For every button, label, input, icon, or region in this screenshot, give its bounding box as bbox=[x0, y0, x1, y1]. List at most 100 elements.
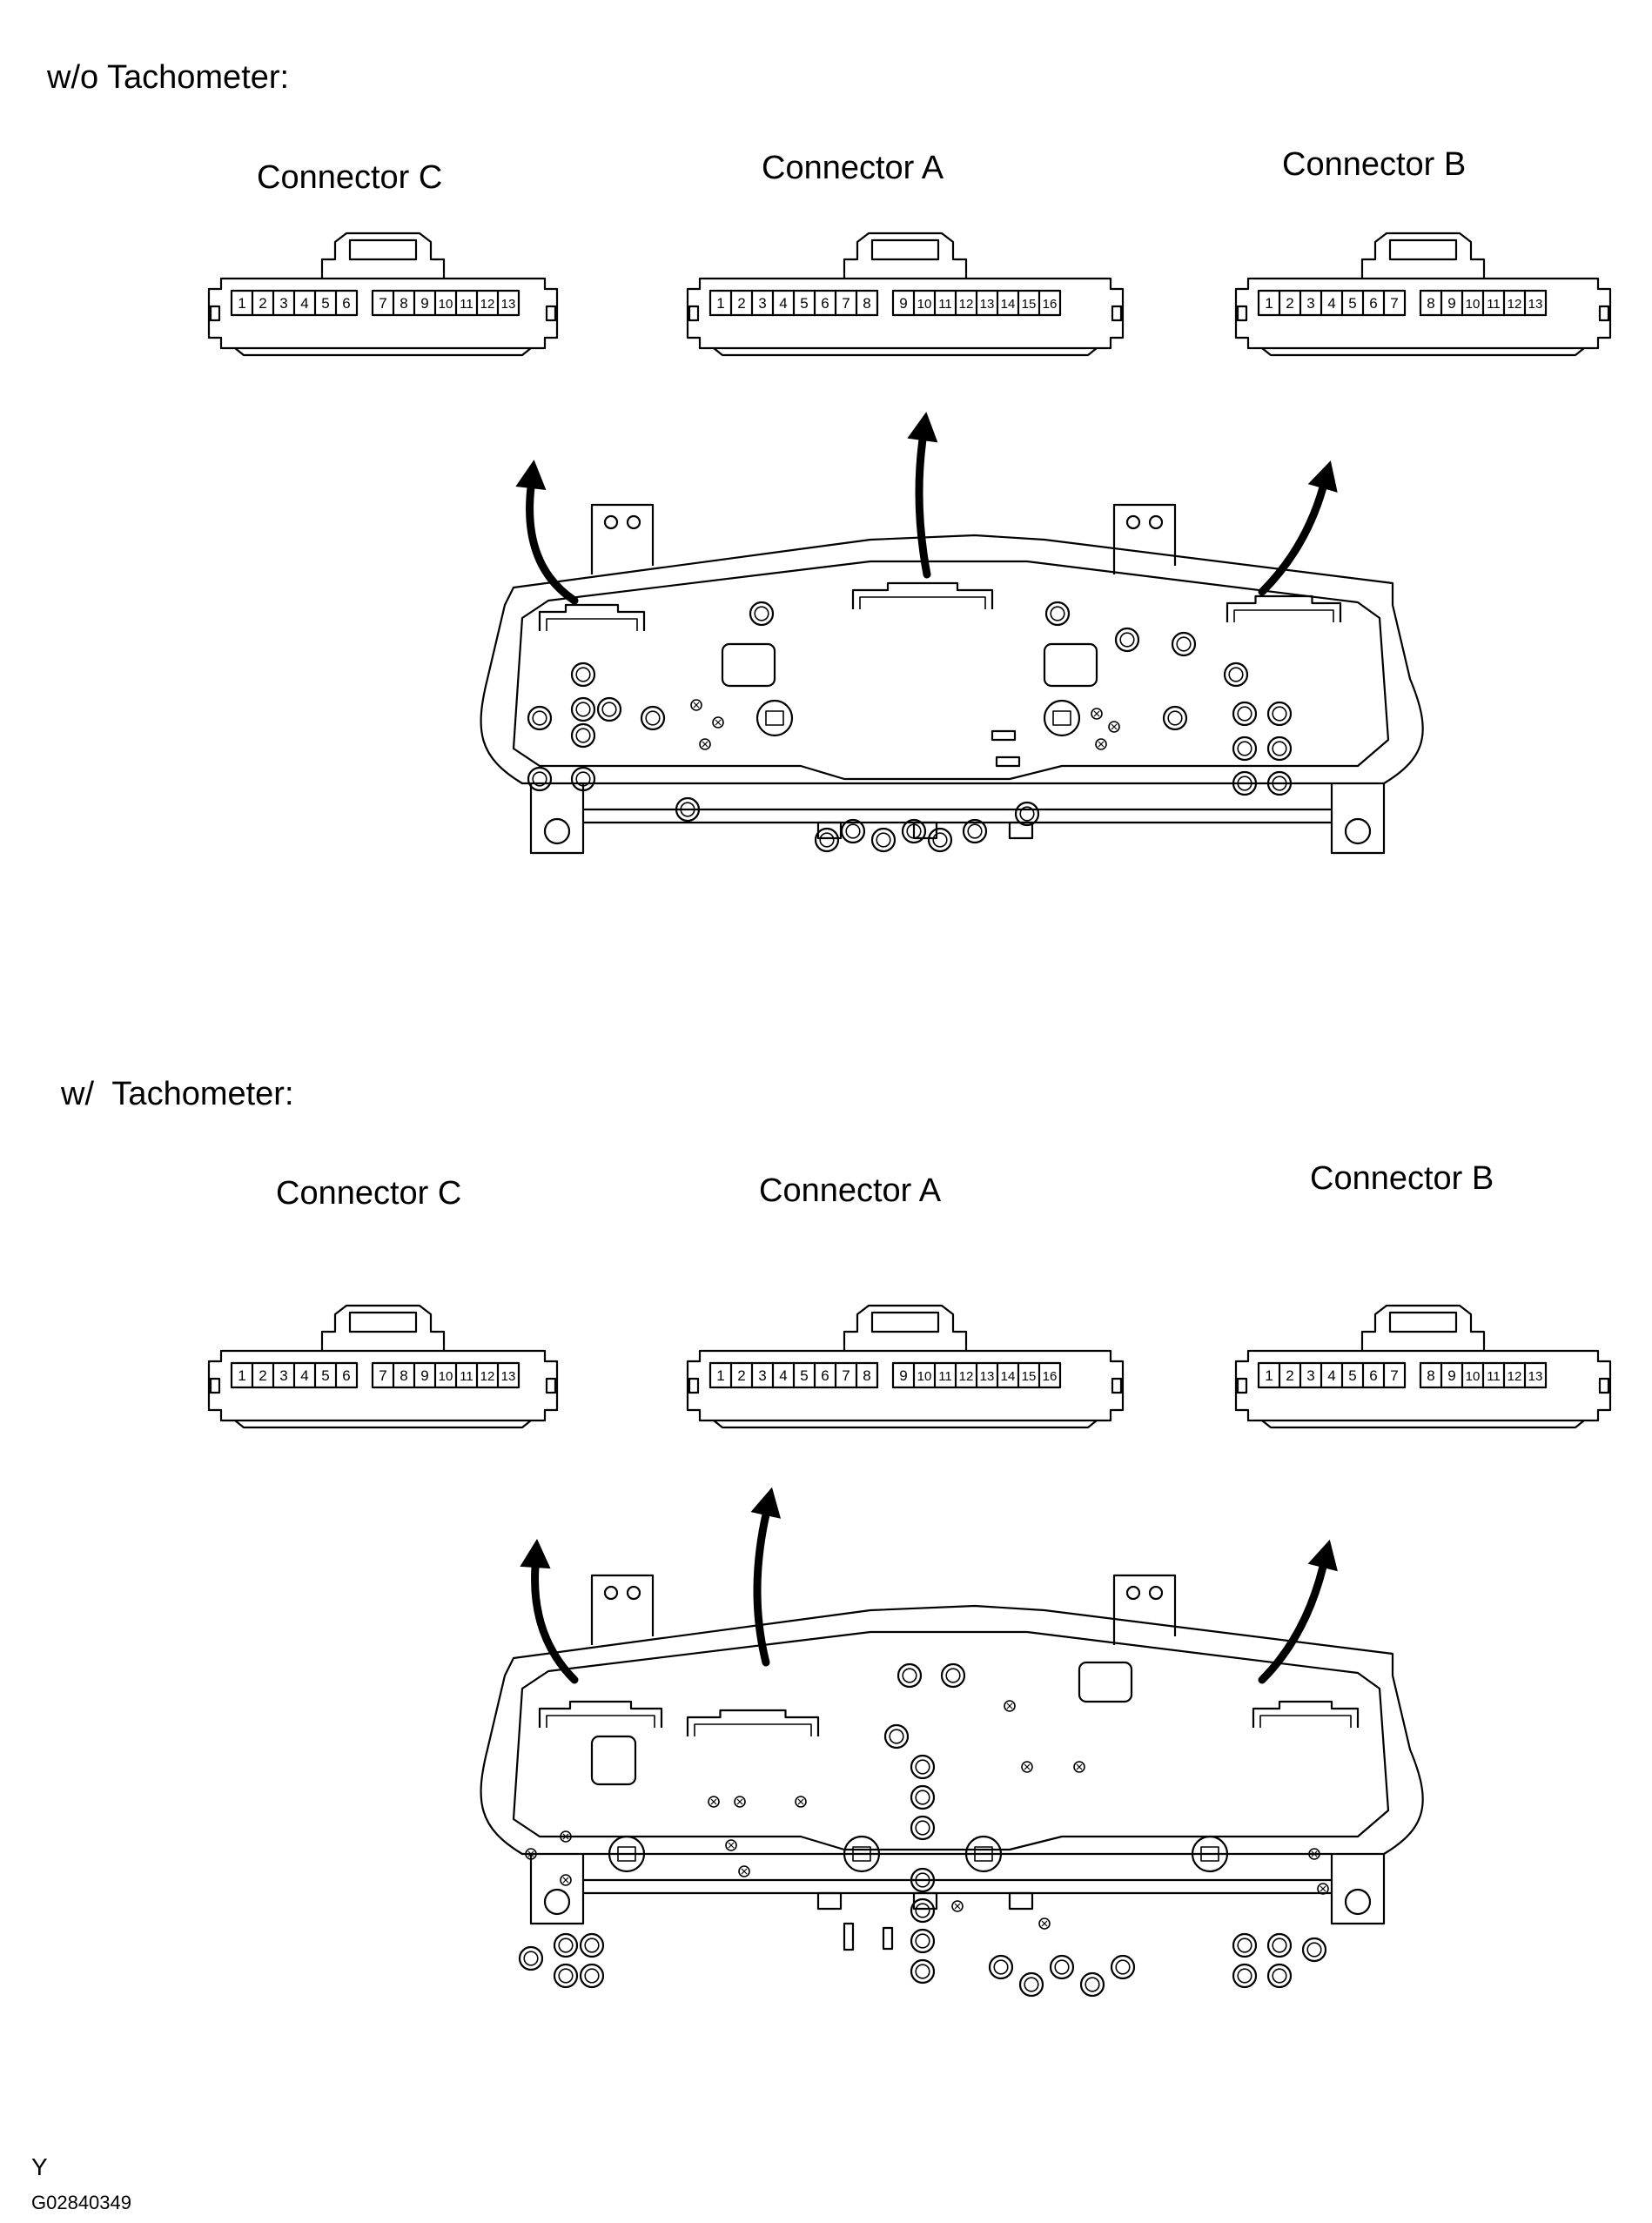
pin-number: 13 bbox=[980, 297, 995, 312]
bulb-socket bbox=[883, 1723, 910, 1750]
arrow-shaft bbox=[915, 435, 931, 579]
bulb-socket bbox=[749, 601, 775, 627]
arrow-head bbox=[907, 412, 938, 443]
screw bbox=[699, 738, 711, 750]
pin-number: 7 bbox=[842, 1367, 850, 1384]
socket-c-inner bbox=[546, 1715, 655, 1728]
connector-a-label: Connector A bbox=[762, 150, 944, 186]
pin-number: 12 bbox=[480, 297, 495, 312]
socket-inner bbox=[558, 1938, 574, 1953]
pin-number: 4 bbox=[779, 1367, 787, 1384]
pin-number: 10 bbox=[439, 297, 453, 312]
socket-inner bbox=[1050, 606, 1065, 621]
side-latch bbox=[1236, 1377, 1248, 1394]
pin-number: 2 bbox=[1286, 1367, 1293, 1384]
screw bbox=[1091, 708, 1103, 720]
bulb-socket bbox=[1266, 770, 1293, 796]
bulb-socket bbox=[940, 1662, 966, 1689]
bulb-socket bbox=[518, 1945, 544, 1971]
gauge-mount bbox=[1043, 699, 1081, 737]
socket-inner bbox=[1054, 1959, 1070, 1975]
mounting-foot bbox=[529, 783, 585, 855]
pin-number: 1 bbox=[238, 295, 245, 312]
bulb-socket bbox=[910, 1928, 936, 1954]
bulb-socket bbox=[1266, 1932, 1293, 1958]
cluster-back-panel bbox=[512, 560, 1390, 781]
screw bbox=[690, 699, 702, 711]
connector-rail bbox=[713, 347, 1098, 357]
socket-inner bbox=[1085, 1977, 1100, 1992]
socket-inner bbox=[558, 1968, 574, 1984]
screw-slot bbox=[1076, 1763, 1083, 1770]
socket-c bbox=[538, 1700, 663, 1728]
arrow-shaft bbox=[1258, 483, 1327, 596]
pin-number: 6 bbox=[1369, 295, 1377, 312]
socket-b-inner bbox=[1259, 1715, 1352, 1728]
pin-number: 12 bbox=[1508, 297, 1522, 312]
pin-number: 12 bbox=[480, 1369, 495, 1384]
pin-number: 7 bbox=[1390, 1367, 1398, 1384]
socket-inner bbox=[575, 728, 591, 743]
socket-c bbox=[538, 603, 646, 631]
screw-slot bbox=[1006, 1703, 1013, 1709]
socket-inner bbox=[1237, 741, 1252, 756]
pin-number: 5 bbox=[321, 295, 329, 312]
bulb-socket bbox=[1110, 1954, 1136, 1980]
screw bbox=[560, 1830, 572, 1843]
pin-group bbox=[1257, 289, 1407, 317]
lock-tab-window bbox=[348, 238, 418, 261]
pull-arrow bbox=[520, 1538, 579, 1684]
socket-inner bbox=[523, 1951, 539, 1966]
pin-number: 9 bbox=[899, 1367, 907, 1384]
pull-arrow bbox=[1258, 460, 1338, 596]
bulb-socket bbox=[1232, 735, 1258, 762]
pin-number: 13 bbox=[1528, 1369, 1543, 1384]
screw-slot bbox=[797, 1798, 804, 1805]
socket-c-inner bbox=[546, 618, 638, 631]
socket-inner bbox=[1237, 706, 1252, 722]
pin-number: 9 bbox=[420, 1367, 428, 1384]
cluster-housing bbox=[480, 1604, 1424, 1856]
socket-a bbox=[851, 581, 994, 609]
arrow-shaft bbox=[526, 483, 579, 605]
pin-number: 2 bbox=[259, 295, 266, 312]
bulb-socket bbox=[570, 722, 596, 749]
pin-number: 5 bbox=[321, 1367, 329, 1384]
foot-hole bbox=[543, 1888, 571, 1916]
bulb-socket bbox=[1014, 801, 1040, 827]
socket-b bbox=[1226, 594, 1342, 622]
bulb-socket bbox=[1171, 631, 1197, 657]
pin-number: 8 bbox=[1427, 1367, 1434, 1384]
pin-number: 14 bbox=[1001, 1369, 1016, 1384]
socket-inner bbox=[1115, 1959, 1131, 1975]
mounting-ear bbox=[590, 503, 655, 574]
ear-hole bbox=[626, 514, 641, 530]
screw-slot bbox=[527, 1850, 534, 1857]
bottom-tab bbox=[912, 821, 938, 840]
pin-number: 12 bbox=[959, 297, 974, 312]
footer-mark: Y bbox=[31, 2153, 48, 2180]
side-latch bbox=[209, 1377, 221, 1394]
pin-number: 14 bbox=[1001, 297, 1016, 312]
bulb-socket bbox=[1266, 701, 1293, 727]
socket-inner bbox=[902, 1668, 917, 1683]
gauge-mount-core bbox=[1200, 1846, 1219, 1862]
pin-number: 3 bbox=[758, 295, 766, 312]
bulb-socket bbox=[1114, 627, 1140, 653]
socket-inner bbox=[915, 1790, 930, 1805]
screw-slot bbox=[736, 1798, 743, 1805]
pin-number: 4 bbox=[300, 295, 308, 312]
bulb-socket bbox=[1266, 1963, 1293, 1989]
foot-hole bbox=[1344, 1888, 1372, 1916]
pin-number: 5 bbox=[800, 295, 808, 312]
pin-number: 10 bbox=[439, 1369, 453, 1384]
pin-number: 2 bbox=[737, 295, 745, 312]
screw-slot bbox=[954, 1903, 961, 1910]
pin-number: 5 bbox=[800, 1367, 808, 1384]
socket-inner bbox=[1024, 1977, 1039, 1992]
screw bbox=[738, 1865, 750, 1877]
side-latch bbox=[1111, 1377, 1123, 1394]
